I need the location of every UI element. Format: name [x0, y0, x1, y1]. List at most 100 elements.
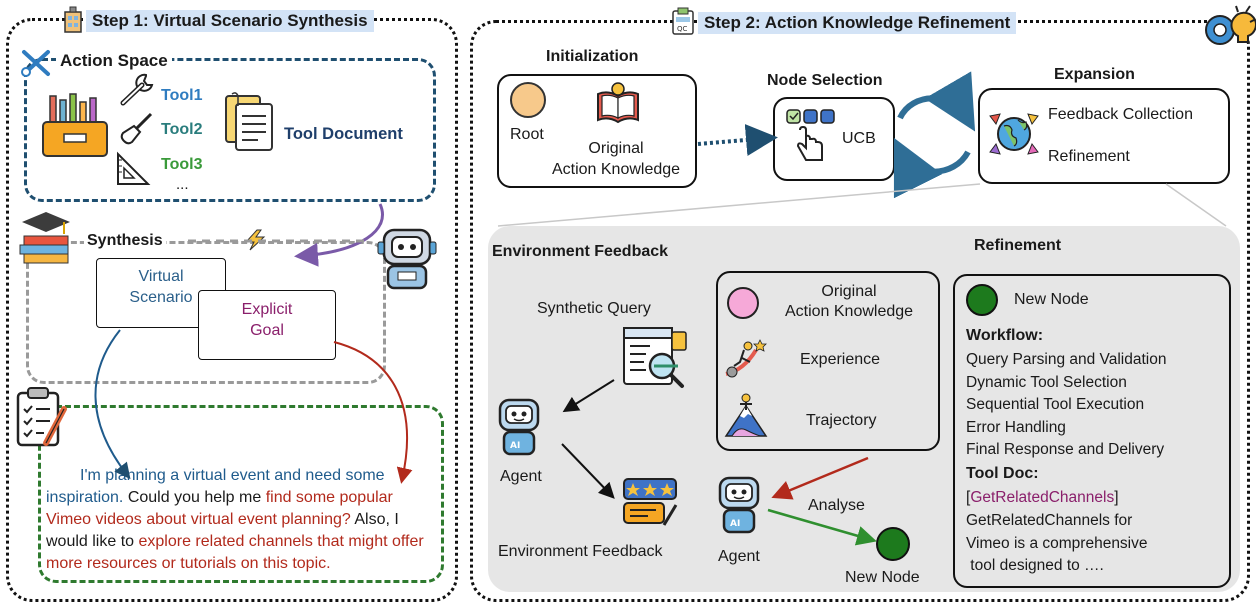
agent-to-newnode-arrow: [767, 508, 877, 546]
svg-text:AI: AI: [510, 441, 520, 451]
query-part-plain1: Could you help me: [123, 489, 266, 506]
original-ak-label: Original Action Knowledge: [540, 138, 692, 180]
tool-doc-line: GetRelatedChannels for: [966, 512, 1133, 529]
clipboard-qc-icon: QC: [670, 6, 696, 36]
agent-robot-icon: AI: [494, 396, 544, 458]
original-ak-l1: Original: [588, 140, 644, 157]
node-selection-title: Node Selection: [767, 72, 883, 89]
query-part-goal1: find some popular Vimeo videos about vir…: [46, 489, 393, 528]
workflow-step: Error Handling: [966, 418, 1066, 436]
svg-text:AI: AI: [730, 519, 740, 529]
refinement-small-label: Refinement: [1048, 148, 1130, 165]
tools-ellipsis: ...: [176, 176, 189, 193]
agent2-label: Agent: [718, 548, 760, 565]
globe-arrows-icon: [988, 108, 1040, 160]
virtual-scenario-l1: Virtual: [138, 268, 184, 285]
experience-icon: [722, 336, 768, 380]
new-node-small: [876, 527, 910, 561]
ucb-label: UCB: [842, 130, 876, 147]
feedback-collection-label: Feedback Collection: [1048, 106, 1193, 123]
new-node-big: [966, 284, 998, 316]
synthetic-query-label: Synthetic Query: [537, 300, 651, 317]
goal-to-query-arrow: [333, 341, 413, 484]
toolbox-icon: [40, 92, 110, 160]
clipboard-icon: [14, 385, 70, 451]
query-box: [38, 405, 444, 583]
new-node-small-label: New Node: [845, 569, 920, 586]
tool2-label: Tool2: [161, 121, 203, 138]
agent-label: Agent: [500, 468, 542, 485]
review-feedback-icon: [622, 477, 680, 529]
query-part-scenario: I'm planning a virtual event and need so…: [46, 467, 385, 506]
explicit-goal-box: Explicit Goal: [198, 290, 336, 360]
new-node-title: New Node: [1014, 291, 1089, 308]
step2-title: Step 2: Action Knowledge Refinement: [698, 12, 1017, 34]
tool-document-label: Tool Document: [284, 125, 403, 143]
shovel-icon: [118, 110, 156, 146]
gear-bulb-icon: [1200, 0, 1256, 56]
workflow-list: Query Parsing and Validation Dynamic Too…: [966, 349, 1166, 462]
root-node: [510, 82, 546, 118]
tool-doc-description: GetRelatedChannels for Vimeo is a compre…: [966, 510, 1148, 578]
query-part-plain2: Also, I would like to: [46, 511, 399, 550]
workflow-step: Sequential Tool Execution: [966, 396, 1145, 413]
synthesis-arrow: [294, 203, 384, 267]
expansion-title: Expansion: [1054, 66, 1135, 83]
trajectory-icon: [724, 392, 768, 438]
query-to-agent-arrow: [562, 379, 615, 413]
original-ak-l2: Action Knowledge: [551, 161, 681, 178]
robot-icon-step1: [372, 222, 442, 292]
cycle-arrow-bottom: [893, 137, 971, 199]
ucb-selector-icon: [786, 106, 838, 168]
tool3-label: Tool3: [161, 156, 203, 173]
query-part-goal2: explore related channels that might offe…: [46, 533, 424, 572]
action-space-label: Action Space: [56, 51, 172, 71]
init-to-selection-arrow: [697, 124, 778, 156]
experience-label: Experience: [800, 351, 881, 368]
agent-to-feedback-arrow: [561, 443, 615, 499]
synthesis-label: Synthesis: [84, 232, 166, 250]
action-space-box: [24, 58, 436, 202]
query-text: I'm planning a virtual event and need so…: [46, 465, 438, 575]
tool1-label: Tool1: [161, 87, 203, 104]
scenario-to-query-arrow: [94, 329, 131, 480]
book-bulb-icon: [594, 80, 642, 124]
tool-doc-line: tool designed to ….: [966, 557, 1104, 574]
new-node-box: [953, 274, 1231, 588]
ref-original-ak: Original Action Knowledge: [762, 282, 936, 322]
document-icon: [224, 92, 276, 154]
virtual-scenario-l2: Scenario: [129, 289, 193, 306]
step1-title: Step 1: Virtual Scenario Synthesis: [86, 10, 374, 32]
initialization-title: Initialization: [546, 48, 639, 65]
tool-doc-name-text: GetRelatedChannels: [970, 489, 1115, 506]
workflow-step: Dynamic Tool Selection: [966, 373, 1127, 391]
tool-doc-label: Tool Doc:: [966, 465, 1039, 482]
ref-original-l2: Action Knowledge: [784, 303, 914, 320]
workflow-step: Final Response and Delivery: [966, 441, 1165, 458]
ref-original-l1: Original: [821, 283, 877, 300]
tool-doc-line: Vimeo is a comprehensive: [966, 534, 1148, 552]
agent2-robot-icon: AI: [714, 474, 764, 536]
root-label: Root: [510, 126, 544, 143]
tool-doc-name: [GetRelatedChannels]: [966, 489, 1119, 506]
search-document-icon: [620, 326, 692, 390]
explicit-goal-l2: Goal: [250, 322, 284, 339]
books-graduation-icon: [16, 210, 78, 268]
zoom-line-right: [1165, 183, 1227, 227]
refinement-to-agent-arrow: [771, 456, 869, 500]
refinement-title: Refinement: [974, 237, 1062, 254]
workflow-step: Query Parsing and Validation: [966, 351, 1167, 368]
env-feedback-title: Environment Feedback: [492, 243, 669, 260]
pink-node: [727, 287, 759, 319]
building-icon: [62, 6, 84, 34]
explicit-goal-l1: Explicit: [241, 301, 293, 318]
tools-cross-icon: [20, 48, 52, 78]
zoom-line-left: [497, 183, 981, 227]
cycle-arrow-top: [897, 71, 976, 132]
svg-text:QC: QC: [677, 25, 688, 33]
wrench-icon: [118, 72, 156, 108]
analyse-label: Analyse: [808, 497, 865, 514]
workflow-label: Workflow:: [966, 327, 1044, 344]
trajectory-label: Trajectory: [806, 412, 877, 429]
